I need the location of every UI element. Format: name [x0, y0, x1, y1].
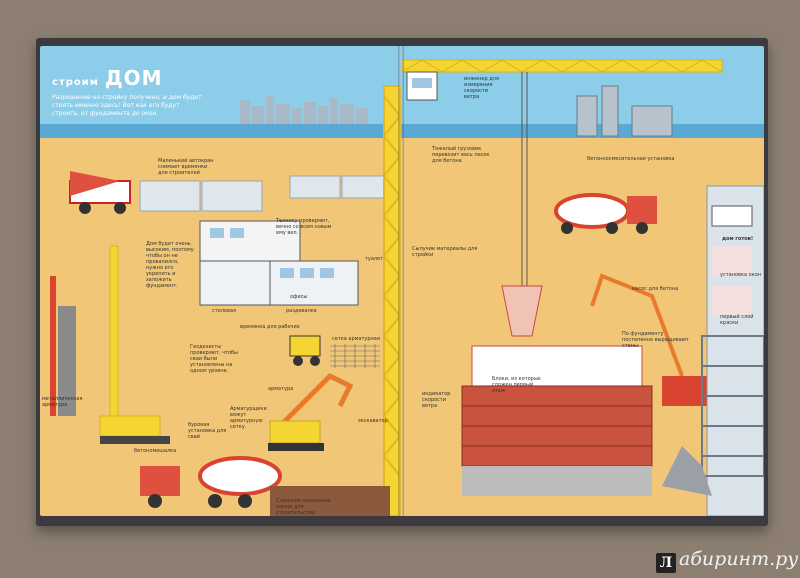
label-bathroom: туалет — [365, 256, 384, 262]
label-sign: Сыпучие материалы для стройки — [412, 246, 478, 258]
foundation-pit — [270, 486, 390, 516]
pile-note: Дом будет очень высоким, поэтому чтобы о… — [146, 241, 194, 289]
drilling-rig — [99, 245, 170, 444]
label-concrete-pump: насос для бетона — [632, 286, 679, 292]
label-paint: первый слой краски — [720, 314, 754, 326]
title-prefix: строим — [52, 77, 99, 88]
label-offices: офисы — [290, 294, 308, 300]
pump-truck — [662, 376, 712, 406]
right-page: инженер для измерения скорости ветра Тяж… — [402, 46, 764, 516]
cement-mixer-truck-bottom — [140, 456, 282, 508]
label-excavator: экскаватор — [358, 418, 388, 424]
label-armature-grid: сетка арматурная — [332, 336, 380, 342]
panels-note: Технику проверяют, вечно со всем новым е… — [276, 218, 332, 236]
labirint-logo-icon: Л — [656, 553, 676, 573]
label-changing: раздевалка — [286, 308, 317, 314]
label-armature: арматура — [268, 386, 294, 392]
helper-note: Маленький автокран снимает времянки для … — [158, 158, 214, 176]
sea — [40, 124, 402, 138]
label-heavy-trucks: Тяжелый грузовик перевозит весь песок дл… — [432, 146, 490, 164]
site-fence — [139, 175, 388, 212]
label-wind-meter: индикатор скорости ветра — [422, 391, 451, 409]
page-title: строим ДОМ — [52, 66, 163, 90]
crane-jib — [402, 59, 723, 73]
building-under-construction — [701, 185, 764, 516]
label-house-ready: дом готов! — [722, 236, 754, 242]
label-drill: буровая установка для свай — [188, 422, 227, 440]
concrete-plant — [576, 85, 673, 137]
cement-mixer-truck-top — [69, 171, 131, 214]
excavator — [268, 372, 354, 451]
book-spine — [398, 46, 404, 516]
blocks-note: Блоки, из которых сложен первый этаж — [492, 376, 541, 394]
crane-tower — [382, 85, 402, 516]
label-mixer: бетономешалка — [134, 448, 177, 454]
red-pile-driver — [50, 276, 76, 416]
watermark-text: абиринт.ру — [679, 548, 799, 570]
label-windows: установка окон — [720, 272, 762, 278]
left-page: строим ДОМ Разрешение на стройку получен… — [40, 46, 402, 516]
waterproof-note: Слишком маленькие камни для строительств… — [276, 498, 331, 516]
right-page-illustration — [402, 59, 764, 516]
label-engineer: инженер для измерения скорости ветра — [464, 76, 499, 100]
mini-loader — [289, 335, 321, 366]
survey-note: Геодезисты проверяют, чтобы сваи были ус… — [190, 344, 238, 374]
title-main: ДОМ — [104, 66, 163, 90]
foundation-note: По фундаменту постепенно выращивают стен… — [622, 331, 689, 349]
armature-note: Арматурщики вяжут арматурную сетку. — [230, 406, 267, 430]
label-armature-left: металлическая арматура — [42, 396, 83, 408]
label-temp-cabins: времянка для рабочих — [240, 324, 300, 330]
book-spread: строим ДОМ Разрешение на стройку получен… — [36, 38, 768, 526]
crane-cab — [406, 71, 438, 101]
city-skyline — [240, 96, 368, 124]
site-offices — [199, 220, 359, 306]
big-mixer-truck — [554, 193, 657, 234]
left-page-illustration — [50, 85, 402, 516]
concrete-pump — [590, 273, 684, 377]
label-canteen: столовая — [212, 308, 236, 314]
concrete-bucket — [501, 285, 543, 337]
rock-pile — [662, 446, 712, 496]
armature-grid — [330, 344, 380, 368]
label-concrete-plant: бетонносмесительная установка — [587, 156, 675, 162]
intro-text: Разрешение на стройку получено, и дом бу… — [52, 94, 202, 117]
building-foundation — [461, 345, 653, 496]
